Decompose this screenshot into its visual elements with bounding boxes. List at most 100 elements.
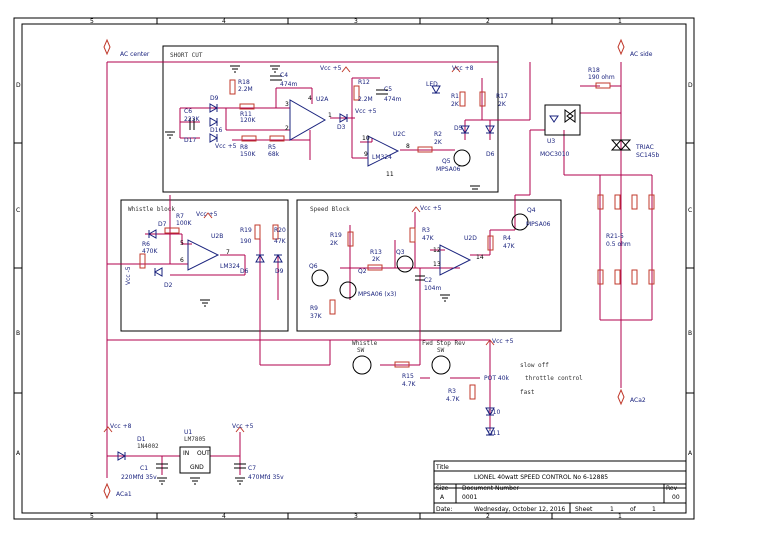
u3-value: MOC3010 <box>540 151 570 158</box>
transistor-note: MPSA06 (x3) <box>358 291 396 298</box>
r19a-ref: R19 <box>240 227 252 234</box>
pot-ref: POT 40k <box>484 375 510 382</box>
r19a-value: 190 <box>240 238 252 245</box>
sheet-of-label: of <box>630 506 637 513</box>
d9b-ref: D9 <box>275 268 284 275</box>
date-value: Wednesday, October 12, 2016 <box>474 506 565 513</box>
rev-label: Rev <box>666 485 678 492</box>
d2-ref: D2 <box>164 282 173 289</box>
u2a-ref: U2A <box>316 96 329 103</box>
net-vcc-r8: Vcc +5 <box>215 143 237 150</box>
c4-value: 474m <box>280 81 297 88</box>
led-ref: LED <box>426 81 438 88</box>
title-label: Title <box>435 464 449 471</box>
net-vcc-u2c: Vcc +5 <box>355 108 377 115</box>
r8-value: 150K <box>240 151 256 158</box>
r5-value: 68k <box>268 151 280 158</box>
net-ac-side: AC side <box>630 51 653 58</box>
date-label: Date: <box>436 506 452 513</box>
c2-value: 104m <box>424 285 441 292</box>
pin-number: 8 <box>406 143 410 150</box>
r2-value: 2K <box>434 139 443 146</box>
speed-block <box>296 199 562 332</box>
u1-pin-out: OUT <box>197 450 210 457</box>
net-ac-center: AC center <box>120 51 150 58</box>
net-vcc8-top: Vcc +8 <box>452 65 474 72</box>
note-fast: fast <box>520 389 535 396</box>
r20-ref: R20 <box>274 227 286 234</box>
u2d-ref: U2D <box>464 235 477 242</box>
u2b-ref: U2B <box>211 233 223 240</box>
pin-number: 9 <box>364 151 368 158</box>
r4-ref: R4 <box>503 235 511 242</box>
r6-value: 470K <box>142 248 158 255</box>
q3-ref: Q3 <box>396 249 405 256</box>
frame-col-top: 2 <box>486 18 490 25</box>
frame-col-top: 4 <box>222 18 226 25</box>
title-block: Title LIONEL 40watt SPEED CONTROL No 6-1… <box>433 460 687 514</box>
r2-ref: R2 <box>434 131 442 138</box>
frame-row-left: D <box>16 82 21 89</box>
pin-number: 3 <box>285 101 289 108</box>
components <box>103 38 655 500</box>
c6-value: 223K <box>184 116 200 123</box>
frame-col-top: 5 <box>90 18 94 25</box>
net-vcc-whistle: Vcc +5 <box>196 211 218 218</box>
d11-ref: D11 <box>488 430 500 437</box>
u1-pin-gnd: GND <box>190 464 204 471</box>
whistle-switch-ref: Whistle <box>352 340 378 347</box>
r18b-value: 190 ohm <box>588 74 615 81</box>
size-label: Size <box>436 485 449 492</box>
u2c-ref: U2C <box>393 131 405 138</box>
r1-value: 2K <box>451 101 460 108</box>
frame-col-top: 3 <box>354 18 358 25</box>
triac-ref: TRIAC <box>635 144 654 151</box>
frame-row-left: B <box>16 330 20 337</box>
speed-block-label: Speed Block <box>310 206 350 213</box>
frame-row-right: A <box>688 450 693 457</box>
short-cut-block-label: SHORT CUT <box>170 52 203 59</box>
r12-value: 2.2M <box>358 96 373 103</box>
r18a-value: 2.2M <box>238 86 253 93</box>
r21-value: 0.5 ohm <box>606 241 631 248</box>
r21-ref: R21-5 <box>606 233 624 240</box>
r19b-ref: R19 <box>330 232 342 239</box>
pin-number: 7 <box>226 249 230 256</box>
r19b-value: 2K <box>330 240 339 247</box>
r3b-ref: R3 <box>448 388 456 395</box>
d9a-ref: D9 <box>210 95 219 102</box>
r7-value: 100K <box>176 220 192 227</box>
r18a-ref: R18 <box>238 79 250 86</box>
frame-col-bottom: 1 <box>618 513 622 520</box>
docnum-label: Document Number <box>462 485 520 492</box>
r5-ref: R5 <box>268 144 276 151</box>
c1-ref: C1 <box>140 465 148 472</box>
r11-value: 120K <box>240 117 256 124</box>
r20-value: 47K <box>274 238 287 245</box>
pin-number: 6 <box>180 257 184 264</box>
pin-number: 12 <box>433 247 441 254</box>
net-vcc-top1: Vcc +5 <box>320 65 342 72</box>
pin-number: 11 <box>386 171 394 178</box>
r12-ref: R12 <box>358 79 370 86</box>
r6-ref: R6 <box>142 241 150 248</box>
frame-col-bottom: 5 <box>90 513 94 520</box>
d10-ref: D10 <box>488 409 500 416</box>
net-vcc-minus: Vcc -5 <box>125 266 132 285</box>
r15-value: 4.7K <box>402 381 417 388</box>
docnum-value: 0001 <box>462 494 477 501</box>
q5-value: MPSA06 <box>436 166 461 173</box>
u1-value: LM7805 <box>184 436 206 443</box>
direction-switch-ref: Fwd Stop Rev <box>422 340 466 347</box>
u3-ref: U3 <box>547 138 555 145</box>
d1-value: 1N4002 <box>137 443 159 450</box>
frame-row-right: B <box>688 330 692 337</box>
c7-value: 470Mfd 35v <box>248 474 284 481</box>
r18b-ref: R18 <box>588 67 600 74</box>
pin-number: 14 <box>476 254 484 261</box>
c1-value: 220Mfd 35v <box>121 474 157 481</box>
r9-ref: R9 <box>310 305 318 312</box>
u2c-value: LM324 <box>372 154 392 161</box>
c5-value: 474m <box>384 96 401 103</box>
frame-row-left: C <box>16 207 20 214</box>
